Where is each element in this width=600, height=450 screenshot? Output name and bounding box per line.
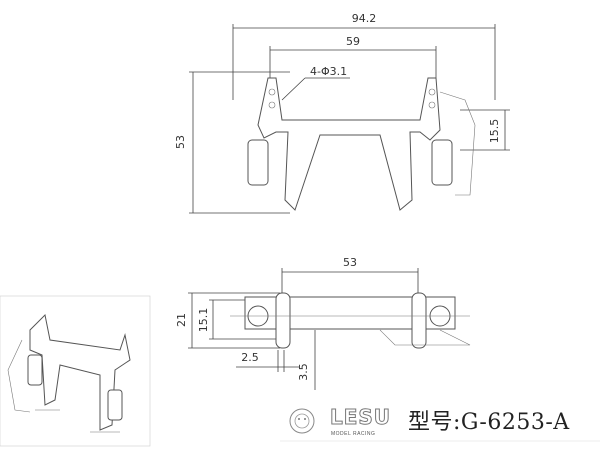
- model-number: 型号:G-6253-A: [408, 410, 570, 435]
- dim-overall-depth: 21: [175, 313, 188, 327]
- dim-depth: 15.1: [197, 308, 210, 333]
- right-shock: [431, 139, 453, 186]
- front-view: 94.2 59 4-Φ3.1 53 15.5: [174, 12, 510, 214]
- dim-offset-b: 3.5: [297, 363, 310, 381]
- dim-mount-width: 59: [346, 35, 360, 48]
- lion-head-icon: [289, 408, 315, 434]
- brand-logo-subtitle: MODEL RACING: [331, 431, 376, 437]
- dim-height: 53: [174, 135, 187, 149]
- top-view: 53 21 15.1 2.5 3.5: [175, 256, 471, 390]
- brand-logo-text: LESU: [329, 405, 392, 430]
- left-plate: [275, 292, 291, 349]
- right-plate: [411, 292, 427, 349]
- dim-overall-width: 94.2: [352, 12, 377, 25]
- dim-shock-offset: 15.5: [488, 119, 501, 144]
- dim-holes: 4-Φ3.1: [310, 65, 347, 78]
- dim-offset-a: 2.5: [241, 351, 259, 364]
- isometric-view: [0, 295, 151, 447]
- tow-hook: [439, 91, 476, 196]
- dim-top-width: 53: [343, 256, 357, 269]
- top-tow-hook: [379, 329, 471, 346]
- chassis-frame: [257, 77, 441, 211]
- left-shock: [247, 139, 269, 186]
